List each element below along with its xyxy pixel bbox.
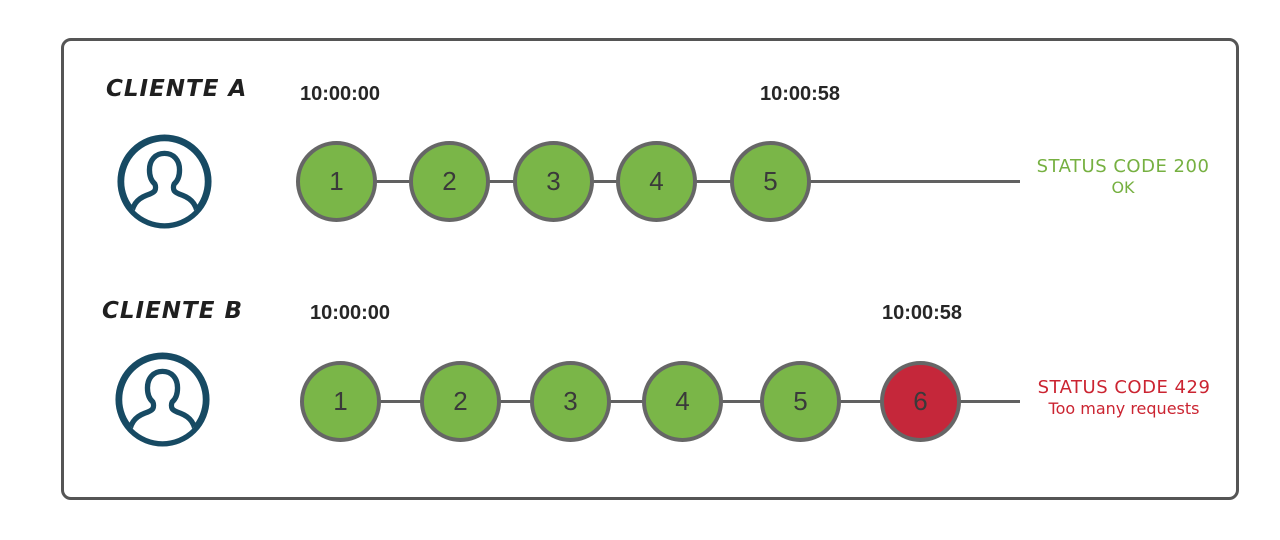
diagram-border-box <box>61 38 1239 500</box>
request-node: 5 <box>760 361 841 442</box>
user-avatar-icon <box>115 352 210 447</box>
request-node: 3 <box>513 141 594 222</box>
request-node: 1 <box>296 141 377 222</box>
request-node: 2 <box>420 361 501 442</box>
request-node: 4 <box>616 141 697 222</box>
status-result-b: STATUS CODE 429 Too many requests <box>1026 377 1222 419</box>
status-code-a: STATUS CODE 200 <box>1036 156 1210 177</box>
user-avatar-icon <box>117 134 212 229</box>
status-code-b: STATUS CODE 429 <box>1037 377 1211 398</box>
timestamp-a-start: 10:00:00 <box>299 83 381 105</box>
request-node: 5 <box>730 141 811 222</box>
request-node: 4 <box>642 361 723 442</box>
timestamp-b-start: 10:00:00 <box>309 302 391 324</box>
status-label-b: Too many requests <box>1048 399 1200 418</box>
timestamp-a-end: 10:00:58 <box>759 83 841 105</box>
client-b-label: CLIENTE B <box>102 298 243 324</box>
timestamp-b-end: 10:00:58 <box>881 302 963 324</box>
status-label-a: OK <box>1111 178 1135 197</box>
request-node: 3 <box>530 361 611 442</box>
request-node: 2 <box>409 141 490 222</box>
request-node-rate-limited: 6 <box>880 361 961 442</box>
client-a-label: CLIENTE A <box>106 76 248 102</box>
status-result-a: STATUS CODE 200 OK <box>1028 156 1218 198</box>
request-node: 1 <box>300 361 381 442</box>
